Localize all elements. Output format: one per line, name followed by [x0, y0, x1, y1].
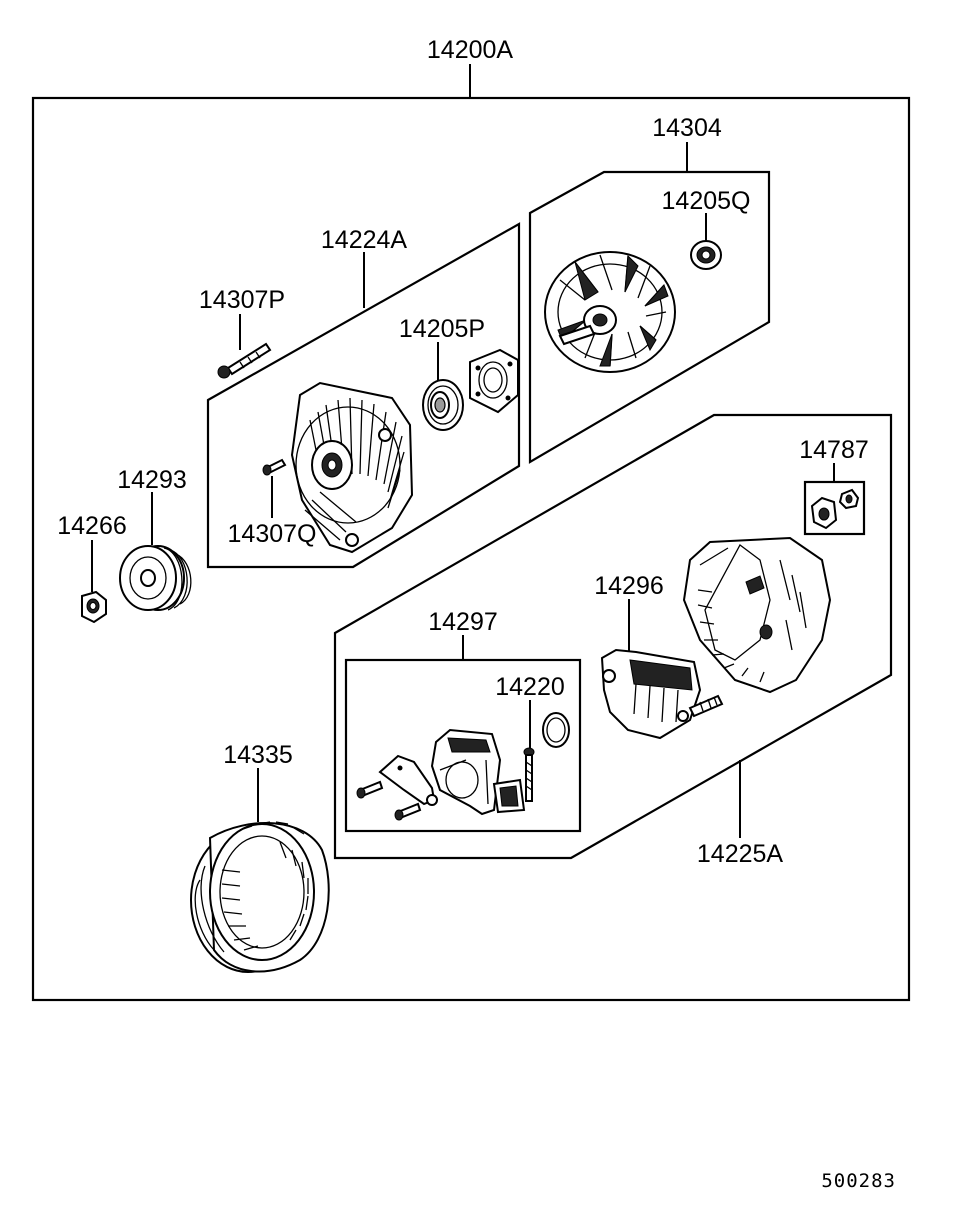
label-front-housing[interactable]: 14224A [321, 226, 408, 254]
rear-housing-group-box [333, 413, 893, 860]
rectifier-icon [600, 648, 724, 740]
rear-housing-icon [682, 536, 832, 694]
label-assembly[interactable]: 14200A [427, 36, 514, 64]
label-housing-screw[interactable]: 14307Q [228, 520, 317, 548]
retainer-plate-icon [469, 348, 519, 414]
front-housing-icon [290, 381, 414, 554]
brush-screw-icon [523, 747, 535, 802]
rear-nut-kit-icon [810, 488, 860, 530]
seal-ring-icon [542, 712, 570, 748]
label-rear-housing-assembly[interactable]: 14225A [697, 840, 784, 868]
rotor-group-box [528, 170, 771, 464]
label-stator[interactable]: 14335 [223, 741, 293, 769]
regulator-screws-icon [356, 780, 422, 821]
label-brush-screw[interactable]: 14220 [495, 673, 565, 701]
label-pulley-nut[interactable]: 14266 [57, 512, 127, 540]
label-rear-nut-kit[interactable]: 14787 [799, 436, 869, 464]
pulley-icon [119, 545, 192, 611]
label-rotor-bearing[interactable]: 14205Q [662, 187, 751, 215]
front-bearing-icon [422, 379, 464, 431]
label-rectifier[interactable]: 14296 [594, 572, 664, 600]
stator-icon [190, 821, 330, 973]
reference-number: 500283 [821, 1170, 896, 1192]
rotor-icon [544, 251, 676, 373]
regulator-icon [378, 728, 526, 816]
label-through-bolt[interactable]: 14307P [199, 286, 285, 314]
through-bolt-icon [217, 342, 272, 379]
label-pulley[interactable]: 14293 [117, 466, 187, 494]
label-rotor[interactable]: 14304 [652, 114, 722, 142]
front-housing-group-box [206, 222, 521, 569]
label-front-bearing[interactable]: 14205P [399, 315, 485, 343]
housing-screw-icon [262, 458, 287, 476]
pulley-nut-icon [81, 590, 107, 624]
label-regulator-kit[interactable]: 14297 [428, 608, 498, 636]
rotor-bearing-icon [690, 240, 722, 270]
